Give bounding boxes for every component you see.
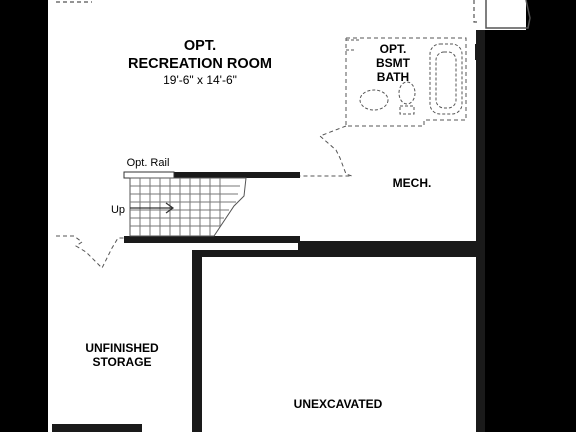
toilet-tank [399,105,415,115]
upper-right-area [480,0,526,30]
bath-bsmt-label: BSMT [376,56,411,70]
stair-north-wall [174,172,300,178]
storage-name-label: STORAGE [92,355,151,369]
mech-label: MECH. [393,176,432,190]
stair-outline [129,177,247,237]
toilet-icon [398,81,416,105]
top-right-dashed-edge [473,0,480,23]
mech-partition [300,125,353,177]
sink-icon [359,89,389,111]
east-wall [476,30,485,432]
stair-up-label: Up [111,204,125,216]
storage-unfinished-label: UNFINISHED [85,341,159,355]
bath-opt-label: OPT. [380,42,407,56]
unexcavated-north-wall [192,250,485,257]
stair-south-wall [124,236,300,243]
east-wall-jog [475,44,485,60]
unexcavated-west-wall [192,250,202,432]
opt-rail-label: Opt. Rail [127,157,170,169]
stair-up-arrow [130,202,175,214]
unexcavated-label: UNEXCAVATED [294,397,383,411]
rec-room-opt-label: OPT. [184,38,216,54]
bath-door-swing [346,39,360,51]
bathtub-inner [435,51,457,109]
stair-treads [130,178,240,236]
opt-rail [123,171,175,179]
floor-area [48,0,480,432]
west-dashed-bump [56,235,124,269]
exterior-jog [485,0,531,29]
bath-outline [345,37,467,127]
bath-name-label: BATH [377,70,409,84]
rec-room-dims-label: 19'-6" x 14'-6" [163,73,237,87]
mech-south-wall [298,241,485,250]
storage-south-wall [52,424,142,432]
rec-room-name-label: RECREATION ROOM [128,56,272,72]
bathtub-icon [429,43,463,115]
